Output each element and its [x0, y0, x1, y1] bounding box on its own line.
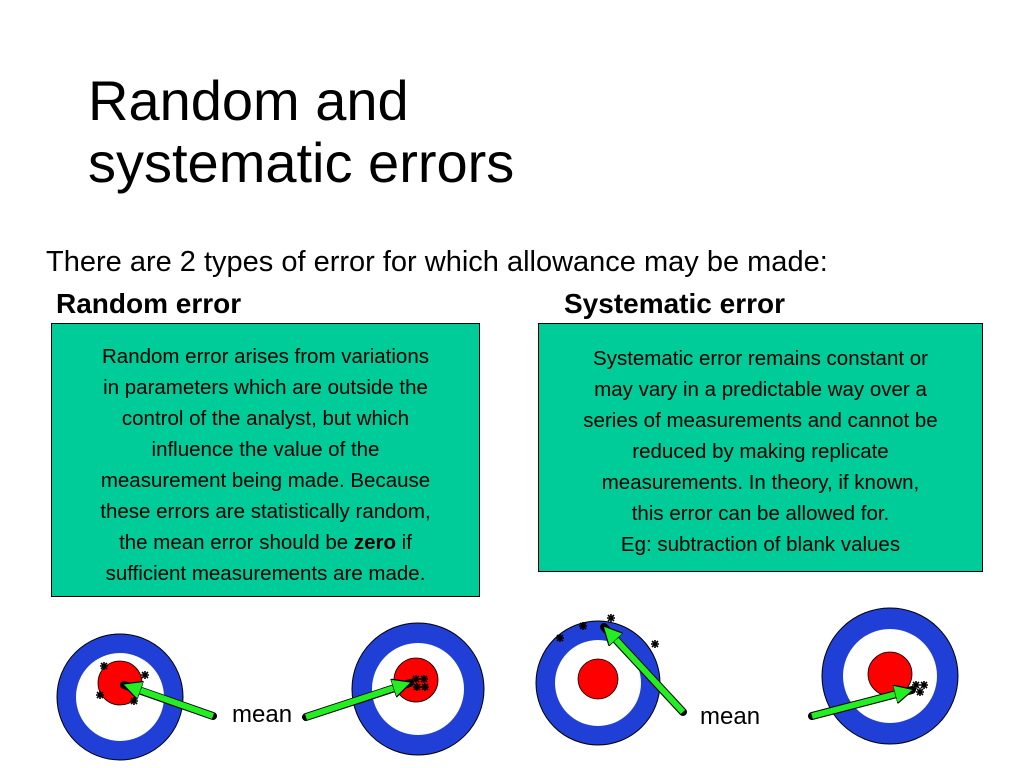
random-line-8: sufficient measurements are made.	[105, 562, 426, 585]
random-line-7-end: if	[395, 531, 412, 554]
shot-mark	[915, 687, 925, 697]
mean-arrow	[607, 630, 686, 715]
slide-title: Random and systematic errors	[88, 70, 688, 194]
mean-arrow	[811, 691, 908, 719]
systematic-error-box: Systematic error remains constant or may…	[538, 323, 983, 572]
systematic-line-4: reduced by making replicate	[632, 440, 889, 463]
shot-mark	[650, 639, 660, 649]
random-line-7: the mean error should be zero if	[52, 527, 479, 558]
random-line-2: in parameters which are outside the	[103, 376, 428, 399]
bullseye	[577, 658, 619, 700]
mean-arrow	[305, 684, 406, 720]
target-random-accurate	[56, 633, 217, 761]
shot-mark	[95, 690, 105, 700]
shot-mark	[606, 613, 616, 623]
shot-mark	[578, 621, 588, 631]
random-error-box: Random error arises from variations in p…	[51, 323, 480, 597]
systematic-error-heading: Systematic error	[564, 288, 786, 319]
target-systematic-precise	[808, 607, 959, 745]
mean-label-right: mean	[700, 703, 761, 730]
systematic-line-7: Eg: subtraction of blank values	[620, 533, 901, 556]
intro-text: There are 2 types of error for which all…	[46, 246, 828, 278]
systematic-line-2: may vary in a predictable way over a	[594, 378, 927, 401]
shot-mark	[420, 682, 430, 692]
random-line-3: control of the analyst, but which	[121, 407, 410, 430]
target-random-precise	[302, 622, 485, 756]
mean-arrow	[128, 686, 214, 719]
systematic-line-6: this error can be allowed for.	[631, 502, 890, 525]
shot-mark	[140, 670, 150, 680]
shot-mark	[412, 682, 422, 692]
systematic-line-1: Systematic error remains constant or	[593, 347, 928, 370]
random-line-5: measurement being made. Because	[100, 469, 431, 492]
shot-mark	[129, 696, 139, 706]
random-line-4: influence the value of the	[151, 438, 380, 461]
shot-mark	[555, 633, 565, 643]
shot-mark	[419, 674, 429, 684]
random-error-heading: Random error	[56, 288, 242, 319]
systematic-line-3: series of measurements and cannot be	[583, 409, 938, 432]
target-diagrams	[56, 607, 959, 761]
shot-mark	[919, 680, 929, 690]
mean-label-left: mean	[232, 701, 293, 728]
target-systematic-scattered	[535, 613, 687, 746]
zero-emphasis: zero	[353, 531, 396, 554]
random-line-6: these errors are statistically random,	[100, 500, 431, 523]
title-line-2: systematic errors	[88, 131, 515, 194]
title-line-1: Random and	[88, 69, 409, 132]
shot-mark	[99, 661, 109, 671]
systematic-line-5: measurements. In theory, if known,	[601, 471, 920, 494]
random-line-1: Random error arises from variations	[102, 345, 429, 368]
random-line-7-start: the mean error should be	[119, 531, 354, 554]
